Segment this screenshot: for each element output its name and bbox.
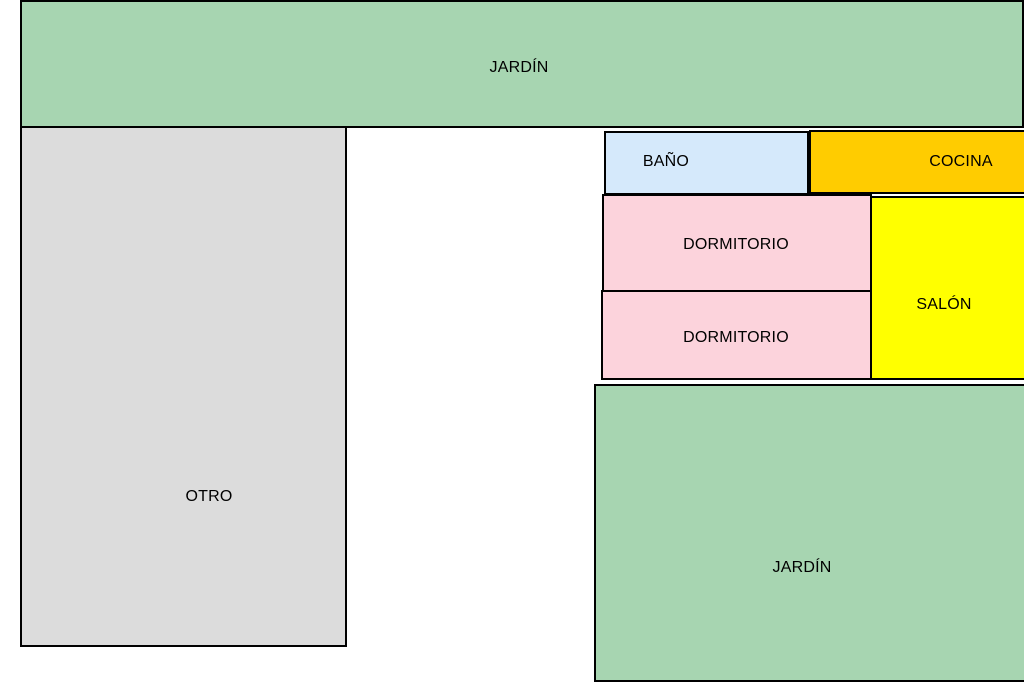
room-label-bano: BAÑO [642,153,690,170]
room-dormitorio-1 [602,194,872,292]
room-label-salon: SALÓN [916,296,972,313]
room-otro [20,126,347,647]
room-dormitorio-2 [601,290,873,380]
room-label-dormitorio-1: DORMITORIO [683,236,789,253]
room-label-dormitorio-2: DORMITORIO [683,329,789,346]
room-bano [604,131,809,195]
room-jardin-top [20,0,1024,128]
room-cocina [809,130,1024,194]
room-label-otro: OTRO [185,488,233,505]
room-label-cocina: COCINA [929,153,993,170]
room-label-jardin-top: JARDÍN [489,59,549,76]
room-salon [870,196,1024,380]
room-jardin-bottom [594,384,1024,682]
room-label-jardin-bottom: JARDÍN [772,559,832,576]
